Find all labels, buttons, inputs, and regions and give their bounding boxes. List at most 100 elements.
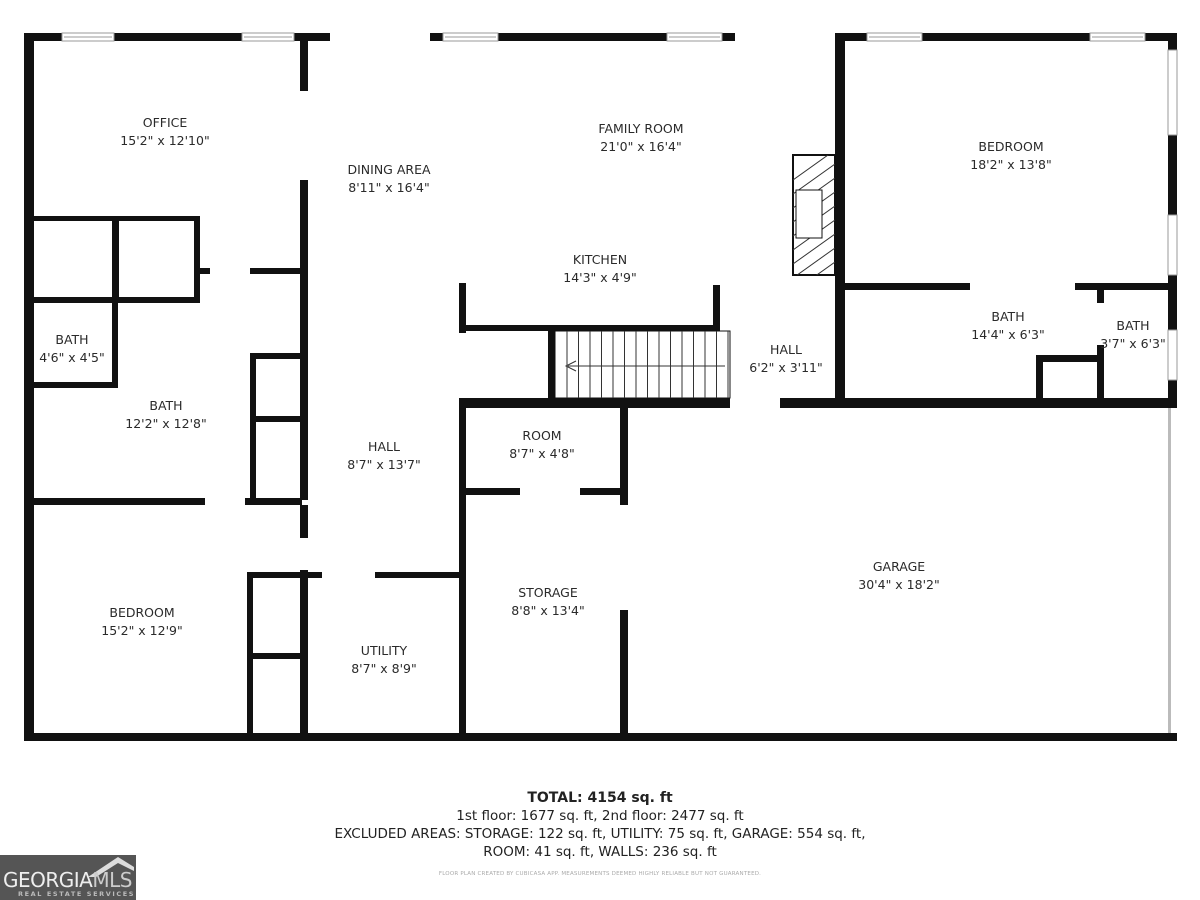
hatch [815,261,835,275]
hatch [793,233,835,265]
room-name: HALL [770,342,802,357]
wall [580,488,628,495]
wall [200,268,210,274]
room-size: 8'7" x 4'8" [509,446,575,461]
wall [250,268,302,274]
room-size: 3'7" x 6'3" [1100,336,1166,351]
room-name: UTILITY [360,643,408,658]
wall [194,216,200,303]
room-size: 8'8" x 13'4" [511,603,585,618]
room-name: KITCHEN [572,252,628,267]
wall [112,303,118,388]
wall [835,41,845,403]
wall [34,297,200,303]
wall [845,283,970,290]
floor-plan [24,32,1178,741]
windows [61,32,1178,733]
room-size: 12'2" x 12'8" [125,416,207,431]
room-name: BATH [55,332,89,347]
window-pane [669,36,720,38]
room-name: BEDROOM [109,605,175,620]
room-dining-area: DINING AREA 8'11" x 16'4" [347,161,430,197]
disclaimer: FLOOR PLAN CREATED BY CUBICASA APP. MEAS… [438,871,762,877]
window-pane [64,36,112,38]
room-size: 4'6" x 4'5" [39,350,105,365]
room-size: 8'7" x 8'9" [351,661,417,676]
garage-door [1168,408,1171,733]
georgia-mls-logo: GEORGIAMLS REAL ESTATE SERVICES [0,855,136,900]
room-name: DINING AREA [347,162,431,177]
logo-text-a: GEORGIA [3,868,93,892]
room-name: ROOM [522,428,562,443]
wall [247,572,253,733]
wall [300,505,308,538]
excluded-areas: EXCLUDED AREAS: STORAGE: 122 sq. ft, UTI… [334,826,866,842]
room-garage: GARAGE 30'4" x 18'2" [858,558,939,594]
stair-outline [554,330,731,399]
room-size: 30'4" x 18'2" [858,577,940,592]
room-name: OFFICE [142,115,188,130]
room-hall-small: HALL 6'2" x 3'11" [749,341,822,377]
wall [460,488,520,495]
room-bath-large: BATH 12'2" x 12'8" [125,397,206,433]
hatch [793,155,829,181]
wall [459,283,466,333]
room-hall: HALL 8'7" x 13'7" [347,438,420,474]
window-pane [244,36,292,38]
wall [112,216,119,303]
wall [1075,283,1177,290]
area-summary: TOTAL: 4154 sq. ft 1st floor: 1677 sq. f… [0,789,1200,861]
wall [24,33,330,41]
room-size: 14'4" x 6'3" [971,327,1045,342]
room-size: 8'7" x 13'7" [347,457,421,472]
wall [459,398,466,733]
wall [302,572,322,578]
wall [300,272,308,500]
floor-areas: 1st floor: 1677 sq. ft, 2nd floor: 2477 … [456,808,744,824]
room-storage: STORAGE 8'8" x 13'4" [511,584,584,620]
excluded-areas-cont: ROOM: 41 sq. ft, WALLS: 236 sq. ft [483,844,717,860]
wall [620,610,628,733]
room-name: STORAGE [518,585,578,600]
wall [24,33,34,741]
room-room: ROOM 8'7" x 4'8" [509,427,575,463]
room-name: GARAGE [872,559,926,574]
hatch [793,276,835,306]
wall [780,398,1177,408]
wall [24,733,1177,741]
wall [1036,355,1100,362]
roof-icon [88,857,134,877]
room-size: 21'0" x 16'4" [600,139,682,154]
fireplace [792,154,836,306]
room-size: 6'2" x 3'11" [749,360,823,375]
room-name: BATH [149,398,183,413]
window [1167,329,1178,381]
wall [34,382,118,388]
window [1167,214,1178,276]
room-office: OFFICE 15'2" x 12'10" [120,114,209,150]
room-name: HALL [368,439,400,454]
logo-text: GEORGIAMLS [3,868,132,892]
wall [300,180,308,272]
room-size: 15'2" x 12'9" [101,623,183,638]
room-size: 15'2" x 12'10" [120,133,210,148]
window-pane [869,36,920,38]
wall [300,570,308,741]
logo-tagline: REAL ESTATE SERVICES [18,890,136,898]
wall [34,498,205,505]
room-family-room: FAMILY ROOM 21'0" x 16'4" [598,120,683,156]
room-utility: UTILITY 8'7" x 8'9" [351,642,417,678]
room-name: BEDROOM [978,139,1044,154]
room-name: FAMILY ROOM [598,121,684,136]
room-size: 8'11" x 16'4" [348,180,430,195]
stair-arrow-icon [564,360,725,372]
firebox [795,189,823,239]
logo-text-b: MLS [92,868,132,892]
hatch [796,247,835,275]
window-pane [445,36,496,38]
wall [460,398,730,408]
